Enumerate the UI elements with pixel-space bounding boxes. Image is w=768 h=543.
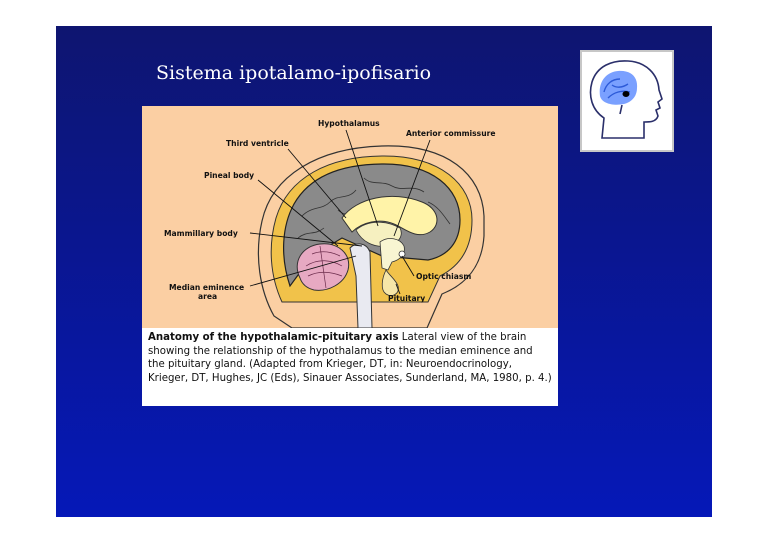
slide-title: Sistema ipotalamo-ipofisario: [156, 62, 432, 84]
label-third-ventricle: Third ventricle: [226, 139, 289, 148]
label-optic-chiasm: Optic chiasm: [416, 272, 471, 281]
label-anterior-commissure: Anterior commissure: [406, 129, 496, 138]
head-brain-thumbnail: [580, 50, 674, 152]
brain-anatomy-diagram: Hypothalamus Anterior commissure Third v…: [142, 106, 558, 328]
figure-panel: Hypothalamus Anterior commissure Third v…: [142, 106, 558, 406]
leader-lines: [249, 129, 431, 295]
label-median-eminence-area: area: [198, 292, 217, 301]
label-hypothalamus: Hypothalamus: [318, 119, 380, 128]
label-median-eminence: Median eminence: [169, 283, 244, 292]
slide: Sistema ipotalamo-ipofisario: [56, 26, 712, 517]
label-pituitary: Pituitary: [388, 294, 425, 303]
pituitary-gland: [381, 269, 399, 296]
label-mammillary-body: Mammillary body: [164, 229, 238, 238]
caption-title: Anatomy of the hypothalamic-pituitary ax…: [148, 332, 399, 343]
corpus-callosum: [341, 195, 438, 236]
brainstem: [349, 243, 373, 328]
figure-caption: Anatomy of the hypothalamic-pituitary ax…: [148, 331, 552, 385]
label-pineal-body: Pineal body: [204, 171, 254, 180]
caption-text: Lateral view of the brain showing the re…: [148, 332, 552, 384]
hypothalamus-region: [379, 238, 405, 271]
head-brain-icon: [589, 60, 663, 139]
